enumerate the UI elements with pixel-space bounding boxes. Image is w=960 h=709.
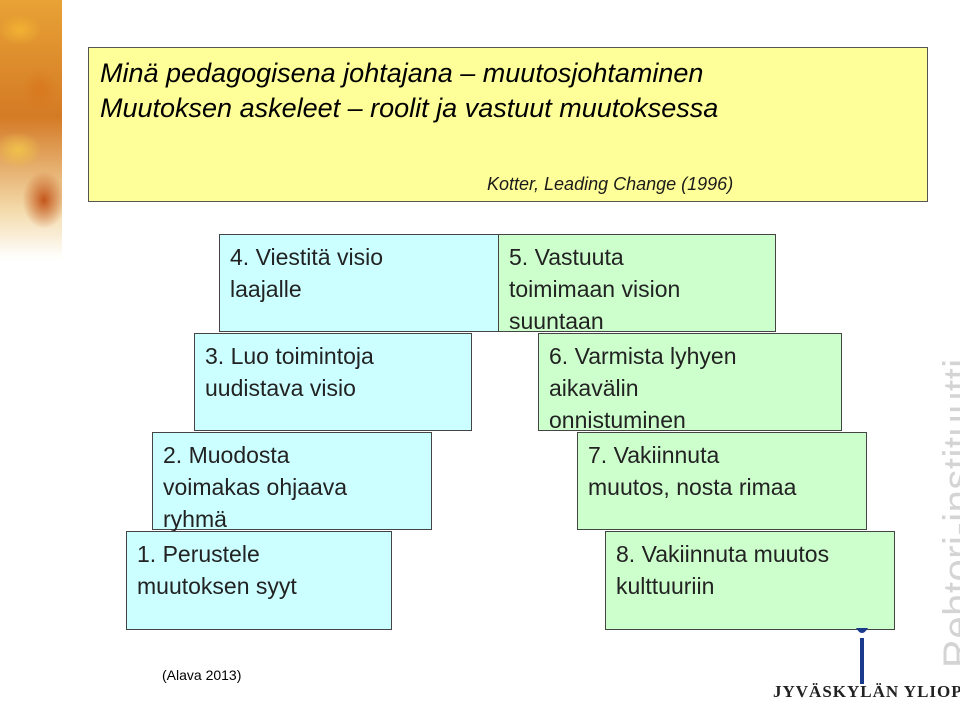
source-note: (Alava 2013) <box>162 667 241 683</box>
step-3-line-2: uudistava visio <box>205 372 471 404</box>
step-8-box: 8. Vakiinnuta muutos kulttuuriin <box>605 531 895 630</box>
university-logo-text: JYVÄSKYLÄN YLIOPISTO <box>773 682 960 702</box>
step-6-line-2: aikavälin <box>549 372 841 404</box>
step-3-box: 3. Luo toimintoja uudistava visio <box>194 333 472 431</box>
leaves-fade <box>0 240 62 300</box>
step-7-line-1: 7. Vakiinnuta <box>588 439 866 471</box>
citation: Kotter, Leading Change (1996) <box>487 174 733 195</box>
step-6-box: 6. Varmista lyhyen aikavälin onnistumine… <box>538 333 842 431</box>
title-line-1: Minä pedagogisena johtajana – muutosjoht… <box>100 57 703 89</box>
step-8-line-1: 8. Vakiinnuta muutos <box>616 538 894 570</box>
step-2-line-2: voimakas ohjaava <box>163 471 431 503</box>
step-2-box: 2. Muodosta voimakas ohjaava ryhmä <box>152 432 432 530</box>
step-2-line-1: 2. Muodosta <box>163 439 431 471</box>
step-3-line-1: 3. Luo toimintoja <box>205 340 471 372</box>
step-1-line-2: muutoksen syyt <box>137 570 391 602</box>
step-5-box: 5. Vastuuta toimimaan vision suuntaan <box>498 234 776 332</box>
step-7-line-2: muutos, nosta rimaa <box>588 471 866 503</box>
step-4-line-1: 4. Viestitä visio <box>230 241 518 273</box>
step-6-line-1: 6. Varmista lyhyen <box>549 340 841 372</box>
lamp-logo-icon <box>855 628 869 686</box>
step-1-line-1: 1. Perustele <box>137 538 391 570</box>
step-4-line-2: laajalle <box>230 273 518 305</box>
autumn-leaves-decoration <box>0 0 62 260</box>
step-5-line-2: toimimaan vision <box>509 273 775 305</box>
institute-watermark: Rehtori-instituutti <box>936 358 960 668</box>
step-7-box: 7. Vakiinnuta muutos, nosta rimaa <box>577 432 867 530</box>
step-8-line-2: kulttuuriin <box>616 570 894 602</box>
title-line-2: Muutoksen askeleet – roolit ja vastuut m… <box>100 92 718 124</box>
step-4-box: 4. Viestitä visio laajalle <box>219 234 519 332</box>
step-5-line-1: 5. Vastuuta <box>509 241 775 273</box>
step-1-box: 1. Perustele muutoksen syyt <box>126 531 392 630</box>
